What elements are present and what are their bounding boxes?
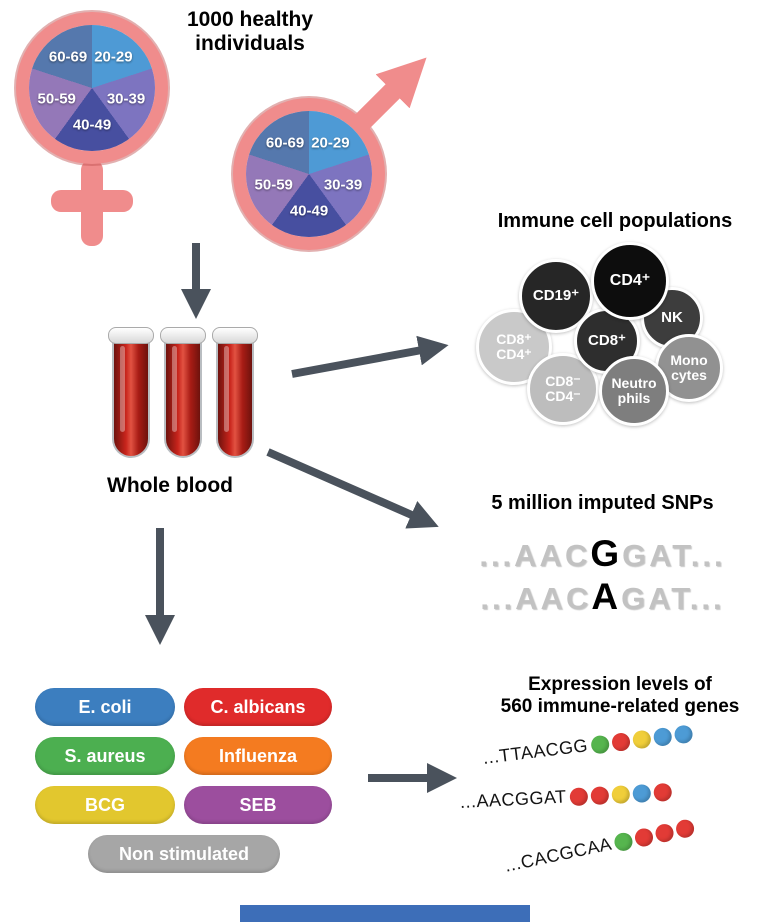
snps-title: 5 million imputed SNPs (491, 492, 714, 514)
gene-bead (610, 731, 631, 752)
age-label-20-29: 20-29 (311, 134, 350, 151)
blood-tubes (108, 327, 258, 458)
age-label-60-69: 60-69 (265, 134, 305, 151)
gene-bead (612, 830, 635, 853)
gene-sequence-1: ...TTAACGG (482, 722, 694, 769)
cell-cd4: CD4⁺ (591, 242, 669, 320)
female-symbol-crossbar (51, 190, 133, 212)
age-label-60-69: 60-69 (48, 48, 88, 65)
gene-sequence-3: ...CACGCAA (503, 816, 696, 877)
female-symbol: 20-29 30-39 40-49 50-59 60-69 (16, 12, 168, 246)
age-label-20-29: 20-29 (94, 48, 133, 65)
age-label-30-39: 30-39 (323, 176, 363, 194)
cell-neutrophils: Neutro phils (599, 356, 669, 426)
blood-tube (108, 327, 154, 458)
gene-bead (631, 783, 651, 803)
cropped-next-figure-bar (240, 905, 530, 922)
cell-monocytes: Mono cytes (655, 334, 723, 402)
male-pie-ring: 20-29 30-39 40-49 50-59 60-69 (233, 98, 385, 250)
gene-bead (569, 786, 588, 806)
gene-bead (633, 826, 655, 848)
gene-seq-text: ...CACGCAA (502, 833, 614, 876)
expression-title: Expression levels of 560 immune-related … (500, 674, 740, 717)
snp-seq-pre: ...AAC (480, 581, 592, 616)
immune-title: Immune cell populations (497, 210, 733, 232)
age-label-30-39: 30-39 (106, 90, 146, 108)
gene-bead (674, 817, 696, 839)
age-label-40-49: 40-49 (289, 202, 329, 220)
stimulus-influenza: Influenza (184, 737, 332, 775)
gene-bead (652, 726, 673, 747)
snp-variant-letter: A (591, 576, 622, 617)
arrow-blood-to-snps (266, 448, 439, 529)
gene-seq-text: ...AACGGAT (459, 786, 568, 812)
stimulus-calbicans: C. albicans (184, 688, 332, 726)
gene-bead (631, 729, 652, 750)
arrow-blood-to-cells (291, 335, 449, 378)
gene-sequence-2: ...AACGGAT (459, 781, 672, 813)
gene-bead (589, 734, 610, 755)
age-label-50-59: 50-59 (37, 90, 76, 108)
snp-seq-post: GAT... (622, 538, 726, 573)
blood-tube (212, 327, 258, 458)
age-pie: 20-29 30-39 40-49 50-59 60-69 (29, 25, 155, 151)
gene-bead (590, 785, 609, 805)
stimulus-seb: SEB (184, 786, 332, 824)
age-pie: 20-29 30-39 40-49 50-59 60-69 (246, 111, 372, 237)
age-label-50-59: 50-59 (254, 176, 293, 194)
stimulus-ecoli: E. coli (35, 688, 175, 726)
gene-bead (653, 821, 676, 844)
age-label-40-49: 40-49 (72, 116, 112, 134)
blood-tube (160, 327, 206, 458)
female-pie-ring: 20-29 30-39 40-49 50-59 60-69 (16, 12, 168, 164)
snp-variant-letter: G (590, 533, 623, 574)
male-symbol: 20-29 30-39 40-49 50-59 60-69 (233, 98, 385, 250)
gene-seq-text: ...TTAACGG (481, 735, 590, 768)
whole-blood-label: Whole blood (107, 474, 233, 497)
snp-seq-pre: ...AAC (479, 538, 591, 573)
stimulus-non-stimulated: Non stimulated (88, 835, 280, 873)
stimulus-bcg: BCG (35, 786, 175, 824)
snp-seq-post: GAT... (621, 581, 725, 616)
stimulus-saureus: S. aureus (35, 737, 175, 775)
gene-bead (611, 784, 630, 804)
gene-bead (652, 782, 672, 802)
cohort-title: 1000 healthy individuals (186, 8, 314, 55)
gene-bead (673, 723, 694, 744)
